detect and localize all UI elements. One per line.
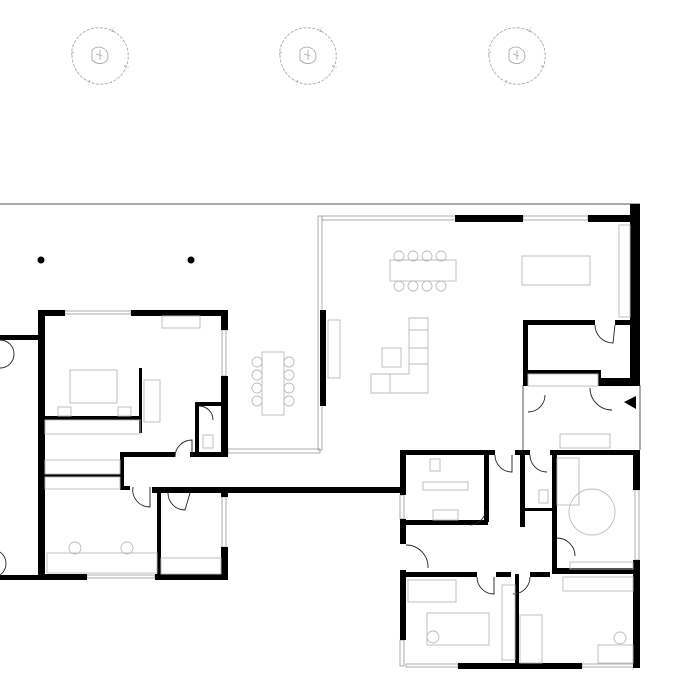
chair (68, 541, 82, 555)
dining-table-terrace (251, 351, 295, 416)
bed-single (519, 614, 543, 664)
doors (0, 324, 616, 595)
double-sink (161, 315, 201, 329)
columns (37, 256, 195, 264)
chair (120, 541, 134, 555)
column (187, 256, 195, 264)
trees (69, 26, 547, 86)
bed-single (556, 457, 580, 506)
desk (426, 612, 490, 646)
bed-single (407, 579, 457, 603)
bed (57, 369, 132, 417)
dining-table-main (389, 250, 457, 292)
kitchen-island (521, 255, 591, 286)
column (37, 256, 45, 264)
tree-icon (486, 26, 547, 86)
tree-icon (277, 26, 338, 86)
chair (613, 631, 627, 645)
vanity (432, 509, 459, 521)
wardrobes (44, 373, 634, 661)
round-table (568, 488, 616, 536)
skylight (327, 319, 341, 379)
walls (0, 204, 640, 669)
toilet (202, 434, 214, 449)
vanity (422, 481, 469, 491)
desk (597, 644, 634, 664)
toilet (538, 489, 549, 504)
furniture (44, 224, 634, 664)
entrance-arrow-icon (624, 396, 636, 409)
bathtub (143, 379, 161, 423)
toilet (429, 458, 441, 472)
terrace-outline (0, 203, 641, 668)
sofa (370, 317, 429, 394)
chair (426, 630, 440, 644)
tree-icon (69, 26, 130, 86)
kitchen-counter (618, 224, 631, 318)
